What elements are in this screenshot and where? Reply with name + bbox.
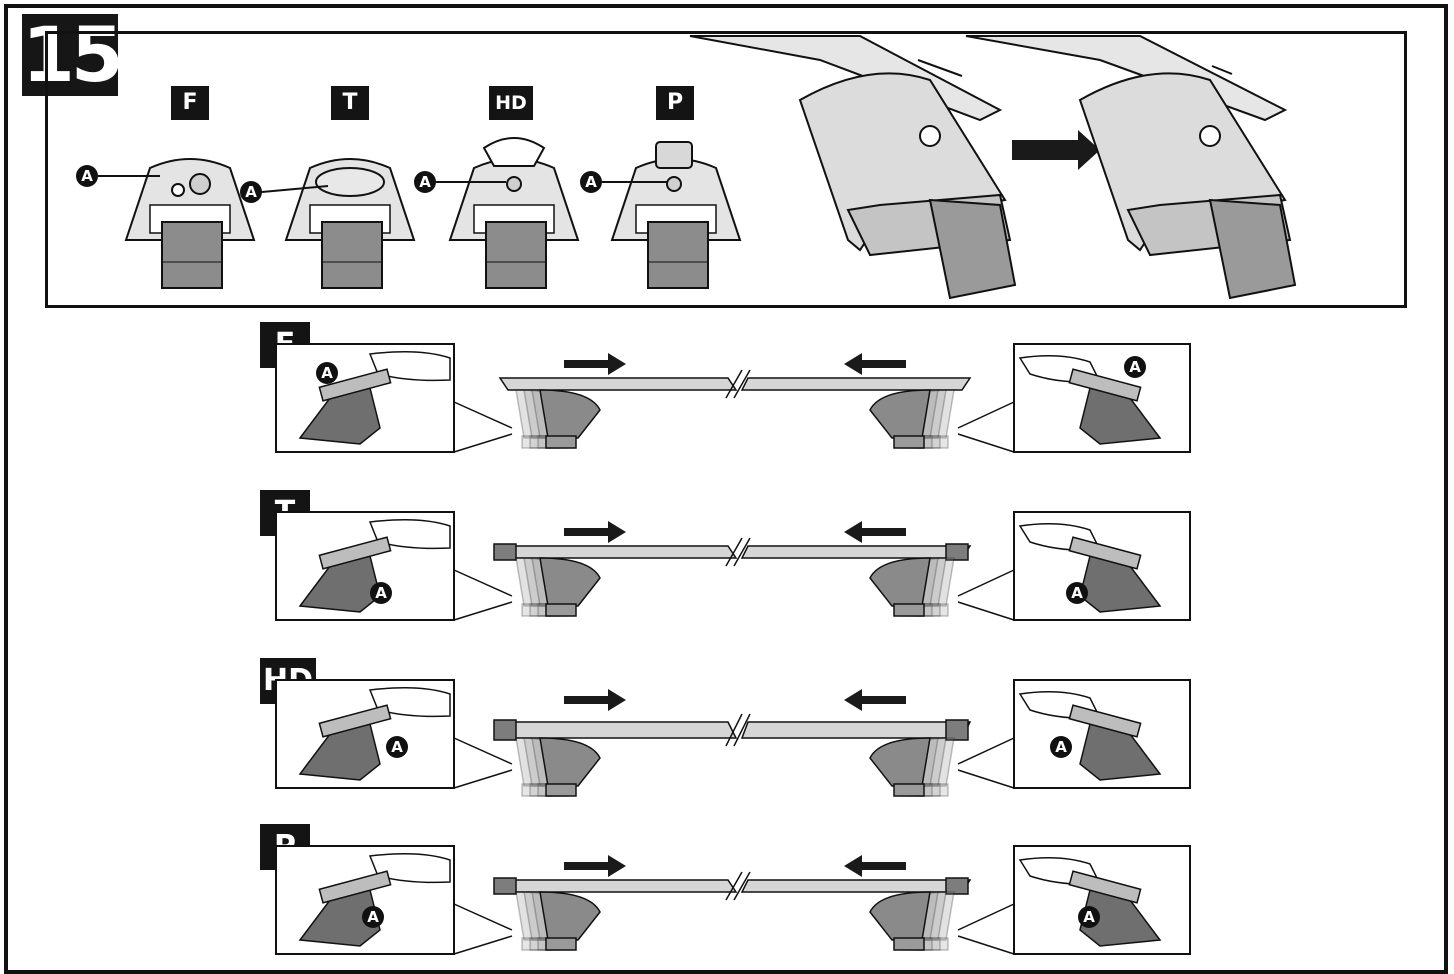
- callout-a-row-t-right: A: [1066, 582, 1088, 604]
- foot-p-drawing: [610, 141, 742, 289]
- callout-a-row-f-right: A: [1124, 356, 1146, 378]
- hand-icon: [368, 853, 451, 884]
- foot-illustrations: [98, 35, 1297, 300]
- callout-a-row-p-left: A: [362, 906, 384, 928]
- arrow-right-icon: [564, 353, 626, 375]
- arrow-right-icon: [564, 855, 626, 877]
- arrow-left-icon: [844, 521, 906, 543]
- arrow-right-icon: [1012, 130, 1100, 170]
- arrow-left-icon: [844, 353, 906, 375]
- arrow-left-icon: [844, 689, 906, 711]
- callout-a-row-hd-right: A: [1050, 736, 1072, 758]
- type-tag-p: P: [656, 86, 694, 120]
- row-illustration-hd: [275, 679, 1191, 797]
- foot-hd-drawing: [448, 137, 580, 289]
- foot-types-panel: [45, 31, 1407, 308]
- hand-icon: [368, 519, 451, 550]
- callout-a-hd: A: [414, 171, 436, 193]
- row-illustration-f: [275, 343, 1191, 453]
- arrow-left-icon: [844, 855, 906, 877]
- arrow-right-icon: [564, 521, 626, 543]
- foot-adjust-after: [965, 35, 1297, 300]
- hand-icon: [368, 351, 451, 382]
- type-tag-f: F: [171, 86, 209, 120]
- foot-t-drawing: [284, 158, 416, 289]
- foot-adjust-before: [689, 35, 1017, 300]
- step-number: 15: [22, 10, 124, 99]
- row-illustration-p: [275, 845, 1191, 955]
- type-tag-hd: HD: [489, 86, 533, 120]
- callout-a-row-t-left: A: [370, 582, 392, 604]
- row-illustration-t: [275, 511, 1191, 621]
- foot-f-drawing: [124, 158, 256, 289]
- type-tag-t: T: [331, 86, 369, 120]
- arrow-right-icon: [564, 689, 626, 711]
- callout-a-p: A: [580, 171, 602, 193]
- callout-a-t: A: [240, 181, 262, 203]
- hand-icon: [368, 687, 451, 718]
- callout-a-row-hd-left: A: [386, 736, 408, 758]
- callout-a-f: A: [76, 165, 98, 187]
- callout-a-row-p-right: A: [1078, 906, 1100, 928]
- callout-a-row-f-left: A: [316, 362, 338, 384]
